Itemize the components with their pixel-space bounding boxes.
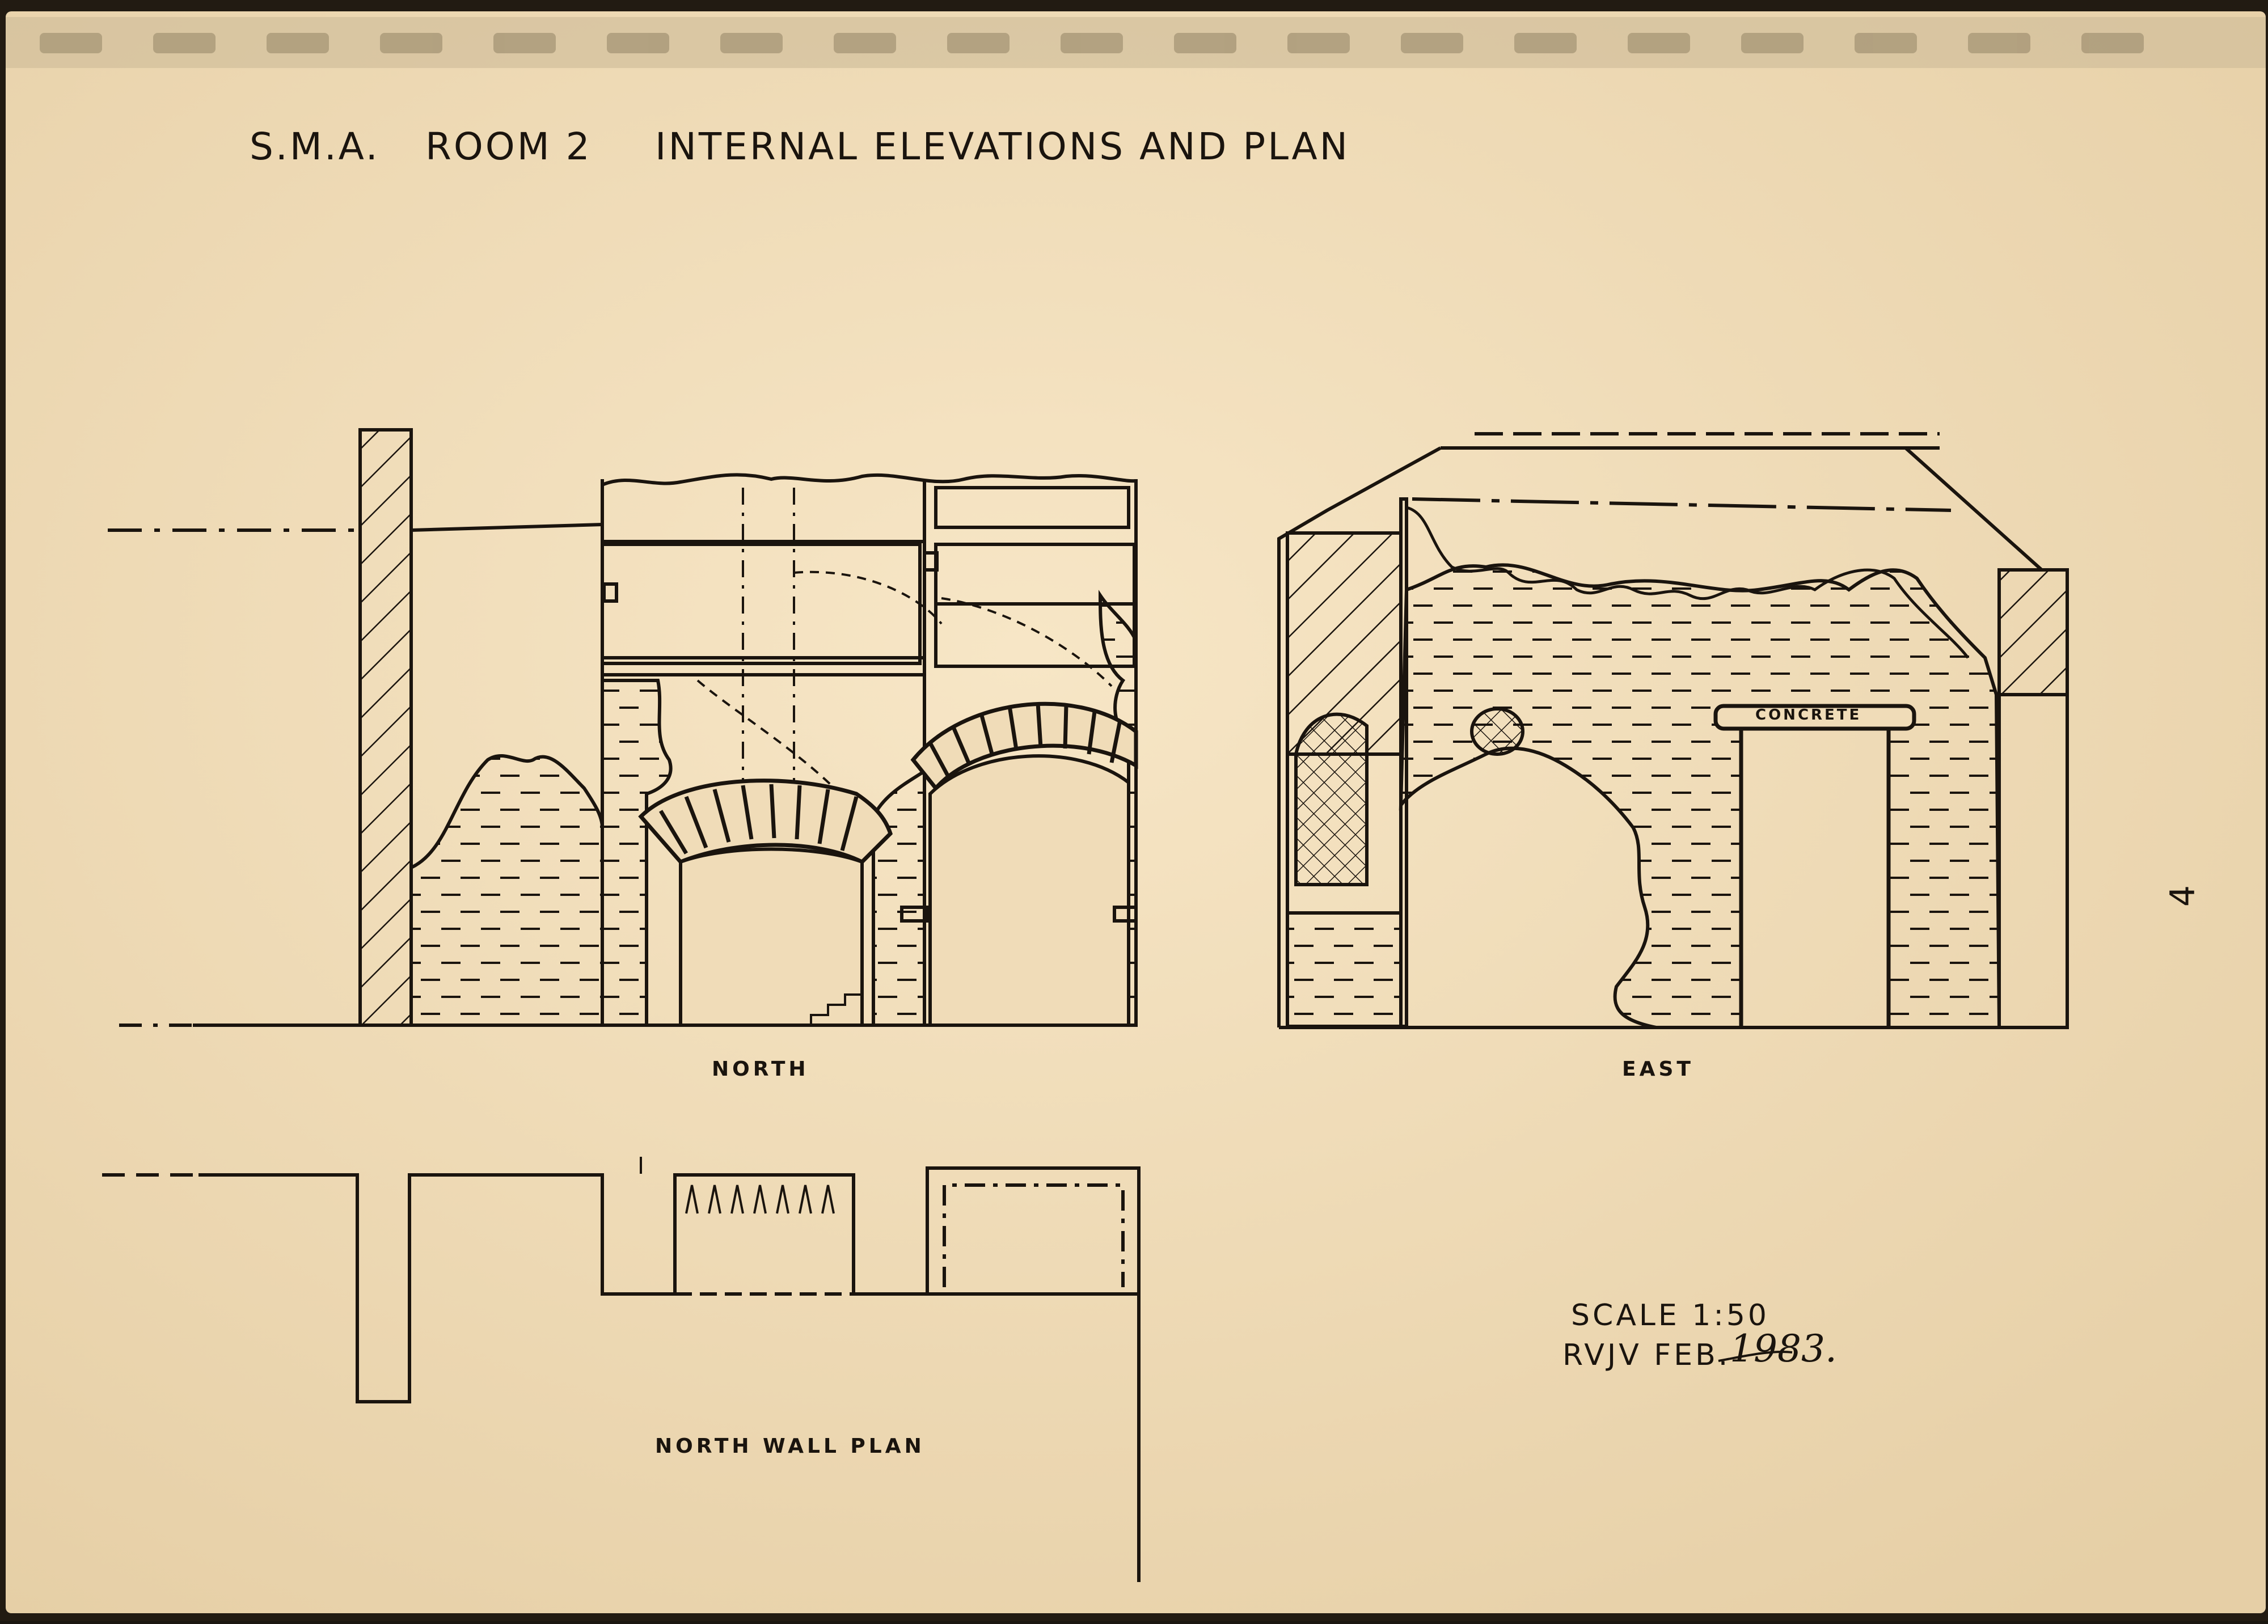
caption-plan: NORTH WALL PLAN	[655, 1435, 925, 1458]
year-handwritten: 1983.	[1730, 1327, 1837, 1371]
label-concrete: CONCRETE	[1755, 707, 1862, 724]
binding-strip	[6, 17, 2266, 68]
title-site: S.M.A.	[250, 125, 380, 168]
page-number: 4	[2163, 885, 2203, 907]
author-date: RVJV FEB.	[1562, 1338, 1731, 1372]
binding-holes	[40, 33, 2144, 53]
scale-note: SCALE 1:50	[1571, 1299, 1770, 1333]
caption-east: EAST	[1622, 1058, 1694, 1081]
east-elevation	[1277, 432, 2069, 1029]
title-description: INTERNAL ELEVATIONS AND PLAN	[655, 125, 1350, 168]
north-wall-plan	[102, 1157, 1141, 1582]
north-elevation	[108, 428, 1138, 1027]
title-room: ROOM 2	[425, 125, 592, 168]
caption-north: NORTH	[712, 1058, 809, 1081]
signature-flourish	[1718, 1351, 1793, 1362]
